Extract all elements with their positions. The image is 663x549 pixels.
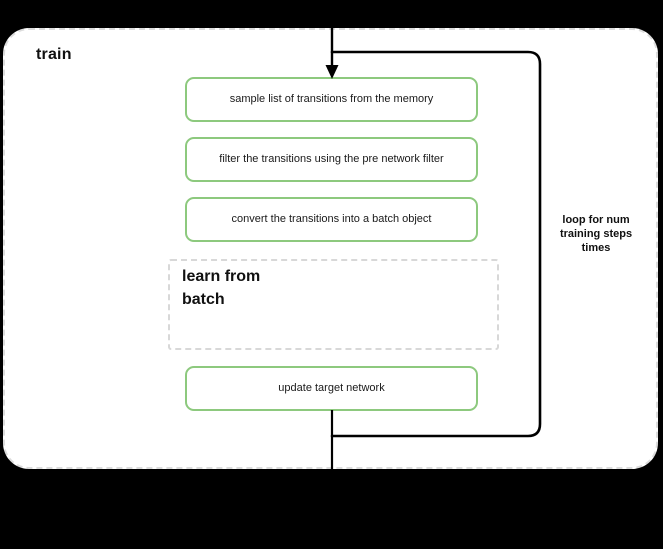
loop-caption-line-2: training steps [559,227,633,240]
step-label-sample-transitions: sample list of transitions from the memo… [229,92,434,105]
subscope-title-line-1: learn from [182,268,261,285]
loop-caption: loop for num training steps times [545,214,647,255]
step-box-convert-to-batch[interactable]: convert the transitions into a batch obj… [185,197,478,242]
step-label-convert-to-batch: convert the transitions into a batch obj… [231,212,432,225]
step-box-sample-transitions[interactable]: sample list of transitions from the memo… [185,77,478,122]
step-label-update-target-network: update target network [278,381,385,394]
scope-title-train: train [36,46,72,63]
step-label-filter-transitions: filter the transitions using the pre net… [219,152,444,165]
loop-caption-line-3: times [581,241,611,254]
loop-caption-line-1: loop for num [562,214,630,226]
step-box-filter-transitions[interactable]: filter the transitions using the pre net… [185,137,478,182]
step-box-update-target-network[interactable]: update target network [185,366,478,411]
subscope-title-line-2: batch [182,291,225,309]
subscope-title-learn-from-batch: learn from batch [182,265,312,311]
